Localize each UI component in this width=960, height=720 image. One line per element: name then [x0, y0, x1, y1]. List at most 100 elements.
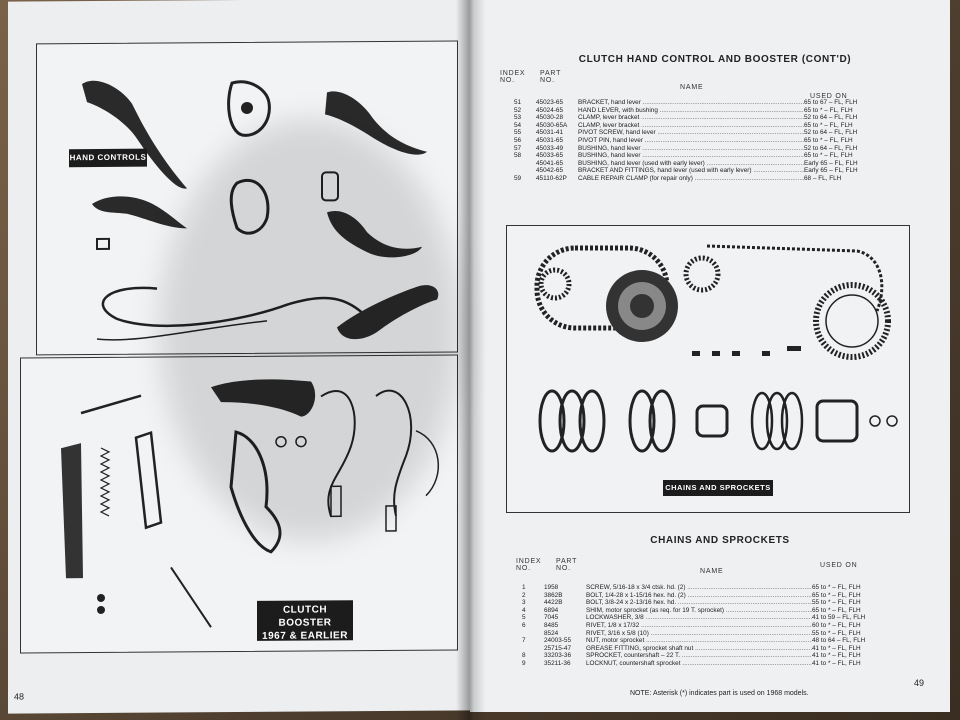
- cell-used: 41 to * – FL, FLH: [812, 659, 861, 667]
- clamp-drawing: [227, 80, 271, 137]
- cell-used: 41 to 59 – FL, FLH: [812, 614, 866, 622]
- col-part-bottom: PART NO.: [556, 558, 578, 572]
- cell-name: BOLT, 1/4-28 x 1-15/16 hex. hd. (2): [586, 592, 812, 600]
- cell-idx: 52: [514, 106, 522, 114]
- cell-idx: 1: [522, 584, 526, 591]
- motor-sprocket-drawing: [538, 267, 572, 301]
- bracket-drawing: [229, 178, 270, 235]
- cell-idx: 53: [514, 114, 522, 122]
- cell-part: 45030-65A: [536, 121, 568, 129]
- secondary-chain-drawing: [706, 244, 884, 312]
- left-page-number: 48: [14, 691, 25, 702]
- hand-lever-left-drawing: [92, 196, 187, 229]
- clutch-cable-drawing: [101, 286, 368, 328]
- cell-idx: [514, 160, 536, 168]
- cell-part: 25715-47: [544, 644, 572, 652]
- cell-used: Early 65 – FL, FLH: [804, 159, 858, 167]
- cell-used: 65 to * – FL, FLH: [812, 606, 861, 614]
- cell-used: 65 to * – FL, FLH: [812, 584, 861, 591]
- cell-part: 35211-36: [544, 659, 571, 667]
- cell-name: RIVET, 1/8 x 17/32: [586, 622, 812, 630]
- cell-name: CLAMP, lever bracket: [578, 122, 804, 130]
- hand-controls-panel: HAND CONTROLS: [36, 40, 458, 356]
- cell-used: 65 to 67 – FL, FLH: [804, 99, 858, 106]
- col-used-bottom: USED ON: [820, 562, 858, 569]
- left-page: HAND CONTROLS: [8, 0, 474, 714]
- cell-idx: 5: [522, 614, 526, 622]
- cell-idx: 4: [522, 606, 526, 614]
- clutch-booster-label-line2: 1967 & EARLIER: [262, 630, 348, 642]
- cell-name: RIVET, 3/16 x 5/8 (10): [586, 630, 812, 638]
- asterisk-note: NOTE: Asterisk (*) indicates part is use…: [630, 690, 809, 697]
- cell-idx: [522, 630, 544, 638]
- cell-used: 60 to * – FL, FLH: [812, 621, 861, 629]
- booster-plate-drawing: [61, 443, 83, 579]
- cell-used: 65 to * – FL, FLH: [804, 136, 853, 144]
- cell-used: 52 to 64 – FL, FLH: [804, 144, 858, 152]
- cell-idx: 7: [522, 637, 526, 645]
- cell-name: PIVOT PIN, hand lever: [578, 137, 804, 145]
- col-used-top: USED ON: [810, 93, 848, 100]
- cell-part: 1958: [544, 584, 559, 591]
- chains-illustration: [534, 244, 898, 453]
- col-index-top: INDEX NO.: [500, 70, 526, 84]
- table-row: 1 1958 SCREW, 5/16-18 x 3/4 ctsk. hd. (2)6…: [522, 584, 892, 592]
- cell-part: 3862B: [544, 591, 563, 599]
- cell-used: 52 to 64 – FL, FLH: [804, 114, 858, 122]
- cell-name: SHIM, motor sprocket (as req. for 19 T. …: [586, 607, 812, 615]
- cell-used: 41 to * – FL, FLH: [812, 644, 861, 652]
- booster-arm-drawing: [211, 379, 316, 417]
- cell-part: 45041-65: [536, 159, 564, 167]
- cell-idx: 59: [514, 174, 522, 182]
- cell-idx: 54: [514, 121, 522, 129]
- hand-controls-illustration: [82, 80, 439, 341]
- cell-part: 8485: [544, 621, 559, 629]
- rear-sprocket-drawing: [813, 282, 891, 360]
- spring-drawing: [99, 447, 111, 517]
- cell-used: 65 to * – FL, FLH: [804, 152, 853, 160]
- cell-name: BUSHING, hand lever: [578, 152, 804, 160]
- cell-part: 6894: [544, 606, 559, 614]
- clutch-booster-illustration: [61, 379, 440, 628]
- cell-part: 45033-65: [536, 152, 564, 160]
- table-row: 4 6894 SHIM, motor sprocket (as req. for 1…: [522, 607, 892, 615]
- booster-cable-drawing: [320, 389, 356, 517]
- cell-name: LOCKNUT, countershaft sprocket: [586, 660, 812, 668]
- cell-part: 33203-36: [544, 652, 572, 660]
- cell-used: 68 – FL, FLH: [804, 174, 842, 182]
- cell-part: 45033-49: [536, 144, 564, 152]
- cell-idx: [522, 645, 544, 653]
- cell-name: HAND LEVER, with bushing: [578, 107, 804, 115]
- booster-lever-drawing: [337, 285, 439, 340]
- cell-part: 45042-65: [536, 167, 564, 175]
- cell-idx: 6: [522, 621, 526, 629]
- countershaft-sprocket-drawing: [683, 255, 721, 293]
- col-name-bottom: NAME: [700, 568, 724, 575]
- cell-name: SCREW, 5/16-18 x 3/4 ctsk. hd. (2): [586, 584, 812, 592]
- cell-idx: 55: [514, 129, 522, 137]
- cell-part: 45024-65: [536, 106, 564, 114]
- cell-name: LOCKWASHER, 3/8: [586, 614, 812, 622]
- cell-part: 24003-55: [544, 637, 572, 645]
- cell-used: 65 to * – FL, FLH: [804, 106, 853, 114]
- cell-name: BRACKET, hand lever: [578, 99, 804, 107]
- cell-used: 41 to * – FL, FLH: [812, 652, 861, 660]
- cell-name: CLAMP, lever bracket: [578, 114, 804, 122]
- hand-lever-lower-drawing: [327, 211, 422, 258]
- cell-part: 8524: [544, 629, 559, 637]
- chains-panel: CHAINS AND SPROCKETS: [506, 225, 910, 513]
- hand-controls-label: HAND CONTROLS: [69, 148, 147, 168]
